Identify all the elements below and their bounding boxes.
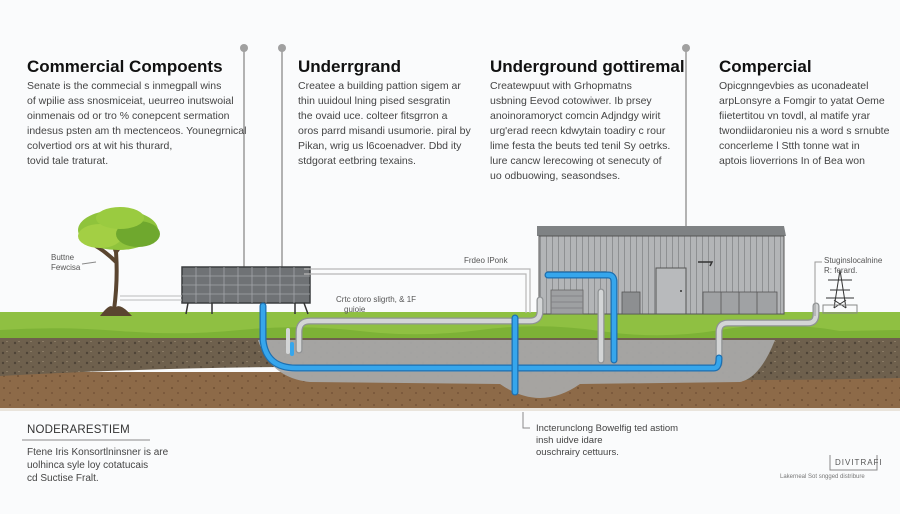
label-line: Buttne (51, 253, 75, 262)
body-line: stdgorat eetbring texains. (298, 155, 416, 167)
legend-title: NODERARESTIEM (27, 424, 130, 436)
supply-lines (304, 268, 531, 313)
body-line: of wpilie ass snosmiceiat, ueurreo inuts… (27, 95, 234, 107)
body-line: lime festa the beuts ted tenil Sy oetrks… (490, 140, 671, 152)
column-body: Opicgnngevbies as uconadeatel arpLonsyre… (719, 79, 889, 169)
signature-mark: DIVITRAFI (835, 458, 883, 467)
column-body: Createwpuut with Grhopmatns usbning Eevo… (490, 79, 670, 184)
label-line: Fewcisa (51, 263, 81, 272)
column-title: Compercial (719, 57, 812, 76)
body-line: tovid tale traturat. (27, 155, 109, 167)
geothermal-pipes (259, 271, 820, 396)
body-line: usbning Eevod cotowiwer. Ib prsey (490, 95, 652, 107)
body-line: Pikan, wrig us l6coenadver. Dbd ity (298, 140, 462, 152)
collector-panel-icon (120, 266, 311, 315)
body-line: arpLonsyre a Fomgir to yatat Oeme (719, 95, 885, 107)
ground-cross-section (0, 312, 900, 411)
leader-lines (240, 44, 690, 270)
column-title: Commercial Compoents (27, 57, 223, 76)
label-leaders (22, 412, 878, 471)
body-line: cd Suctise Fralt. (27, 473, 99, 484)
column-body: Senate is the commecial s inmegpall wins… (27, 79, 246, 169)
body-line: Ftene Iris Konsortlninsner is are (27, 447, 169, 458)
column-title: Underrgrand (298, 57, 401, 76)
body-line: Opicgnngevbies as uconadeatel (719, 80, 869, 92)
legend-body: Ftene Iris Konsortlninsner is are uolhin… (27, 446, 168, 485)
commercial-building-icon (537, 226, 786, 315)
body-line: anoinoramoryct comcin Adjndgy wirit (490, 110, 661, 122)
body-line: ouschrairy cettuurs. (536, 447, 619, 458)
trench-label: Crtc otoro sligrth, & 1F guioie (336, 295, 416, 315)
body-line: uolhinca syle loy cotatucais (27, 460, 149, 471)
tower-label: Stuginslocalnine R: ferard. (824, 256, 882, 276)
body-line: Senate is the commecial s inmegpall wins (27, 80, 222, 92)
body-line: lure cancw lerecowing ot senecuty of (490, 155, 662, 167)
body-line: twondiidaronieu nis a word s srnubte (719, 125, 890, 137)
body-line: indesus psten am th mectenceos. Younegrn… (27, 125, 247, 137)
bottom-callout: Incterunclong Bowelfig ted astiom insh u… (536, 423, 678, 459)
body-line: insh uidve idare (536, 435, 603, 446)
body-line: thin uuidoul lning pised sesgratin (298, 95, 451, 107)
tree-icon (78, 207, 160, 316)
label-line: Stuginslocalnine (824, 256, 883, 265)
label-line: guioie (344, 305, 366, 314)
label-line: Crtc otoro sligrth, & 1F (336, 295, 417, 304)
body-line: urg'erad reecn kdwytain toadiry c rour (490, 125, 666, 137)
column-body: Createe a building pattion sigem ar thin… (298, 79, 471, 169)
tree-label: Buttne Fewcisa (51, 253, 80, 273)
label-line: R: ferard. (824, 266, 858, 275)
pipe-label: Frdeo IPonk (464, 256, 508, 265)
body-line: Createwpuut with Grhopmatns (490, 80, 632, 92)
column-title: Underground gottiremal (490, 57, 685, 76)
signature-caption: Lakerneal Sot sngged distribure (780, 474, 865, 480)
body-line: the ovaid uce. colteer fitsgrron a (298, 110, 448, 122)
body-line: concerleme l Stth tonne wat in (719, 140, 860, 152)
body-line: Incterunclong Bowelfig ted astiom (536, 423, 679, 434)
body-line: aptois lioverrions In of Bea won (719, 155, 865, 167)
body-line: oinmenais od or tro % conepcent sermatio… (27, 110, 230, 122)
transmission-tower-icon (814, 261, 858, 316)
body-line: oros parrd misandi usumorie. piral by (298, 125, 471, 137)
body-line: uo odbuowing, seasondses. (490, 170, 621, 182)
body-line: Createe a building pattion sigem ar (298, 80, 461, 92)
body-line: fiietertitou vn tovdl, al matife yrar (719, 110, 871, 122)
body-line: colvertiod ors at wit his thurard, (27, 140, 173, 152)
